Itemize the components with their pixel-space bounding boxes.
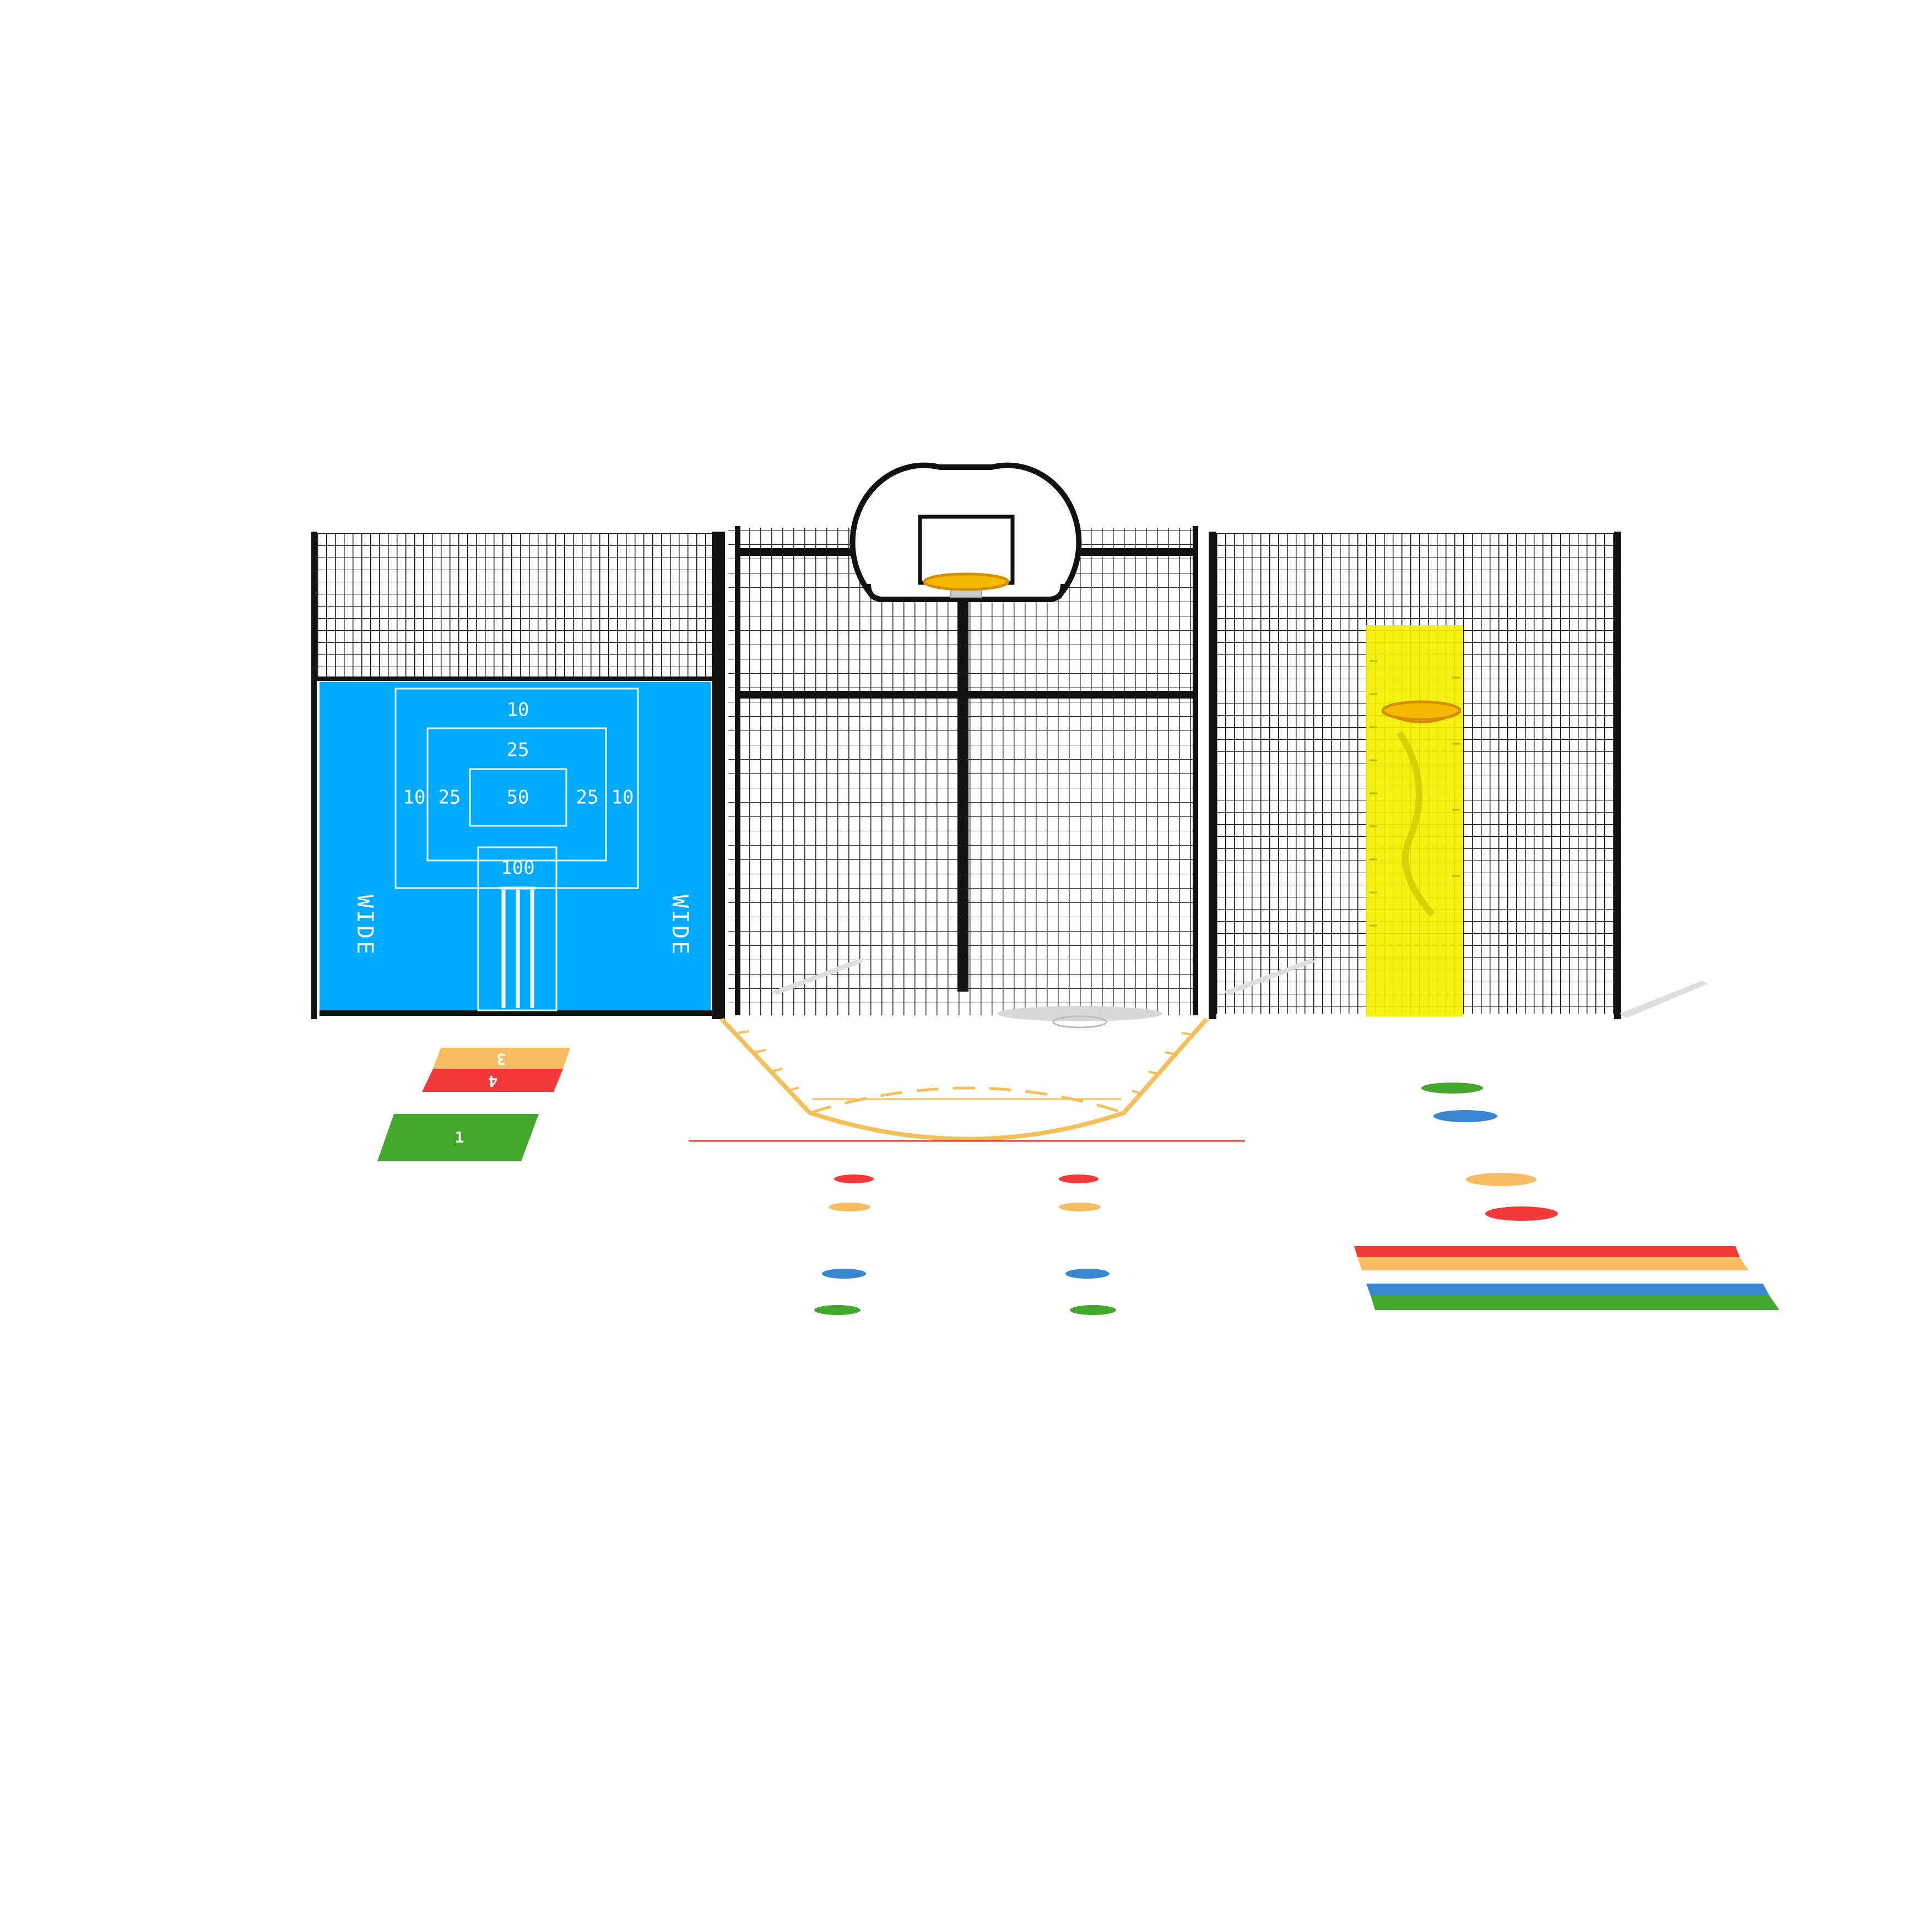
hoop-rim [923,572,1010,591]
left-fence-mesh [313,533,715,678]
cricket-target-panel: 10 25 50 10 25 25 10 100 WIDE WIDE [320,682,713,1016]
target-hoop-icon [1381,700,1462,723]
spot-green-right [1070,1305,1116,1315]
wide-right-label: WIDE [667,895,692,956]
goal-right-inner-post [1193,526,1198,1015]
hop-box-3 [433,1048,570,1069]
right-spots [1421,1083,1558,1221]
spot-green-left [814,1305,861,1315]
zone-middle [426,727,607,862]
zone-center-label: 50 [507,787,529,809]
goal-left-post [717,532,725,1019]
goal-center-post [957,595,968,992]
zone-right-middle-label: 25 [576,787,599,809]
spot-blue-left [822,1269,866,1279]
zone-center [469,768,567,827]
hop-label-3: 3 [497,1050,506,1068]
spot-red-right-lane [1485,1206,1558,1221]
spot-red-left [834,1175,874,1183]
stripe-orange [1357,1257,1749,1270]
spot-orange-right [1059,1203,1101,1211]
center-goal-section [717,526,1216,1029]
backboard [849,462,1082,602]
center-spots [814,1175,1116,1315]
fence-shadows [771,959,1708,1018]
hop-label-4: 4 [489,1072,498,1090]
stripe-blue [1366,1284,1769,1296]
spot-blue-right [1065,1269,1110,1279]
hopscotch: 3 4 1 [377,1048,570,1161]
zone-left-outer-label: 10 [403,787,426,809]
hop-label-1: 1 [455,1128,464,1146]
stripe-red [1354,1246,1740,1257]
hop-box-1 [377,1114,539,1161]
spot-blue-right-lane [1433,1110,1497,1122]
panel-bottom-rail [320,1010,713,1016]
zone-stumps [477,846,558,1011]
zone-middle-label: 25 [507,739,529,761]
floor-disk [1052,1015,1107,1029]
free-throw-arc [809,1086,1124,1114]
goal-floor-shadow [997,1006,1162,1021]
left-rail [313,677,715,681]
spot-green-right-lane [1421,1083,1483,1094]
yellow-target-column [1366,625,1463,1016]
color-stripes [1354,1246,1779,1310]
basketball-hoop-icon [849,462,1082,602]
spot-red-right [1059,1175,1098,1183]
left-fence-section [311,532,718,1019]
right-post [1614,532,1621,1019]
zone-left-middle-label: 25 [439,787,461,809]
stripe-green [1371,1296,1779,1310]
court-markings [689,1018,1245,1142]
cricket-stumps-icon [500,886,535,1008]
wide-left-label: WIDE [352,895,377,956]
goal-left-inner-post [735,526,740,1015]
zone-outer-label: 10 [507,699,529,721]
hop-box-4 [422,1069,563,1092]
zone-right-outer-label: 10 [611,787,634,809]
spot-orange-left [829,1203,870,1211]
left-post [311,532,317,1019]
spot-orange-right-lane [1466,1173,1536,1186]
column-shadow [1397,730,1435,917]
key-outline [720,1018,1208,1141]
goal-right-post [1209,532,1216,1019]
left-mid-post [712,532,718,1019]
stumps-zone-label: 100 [501,857,534,879]
